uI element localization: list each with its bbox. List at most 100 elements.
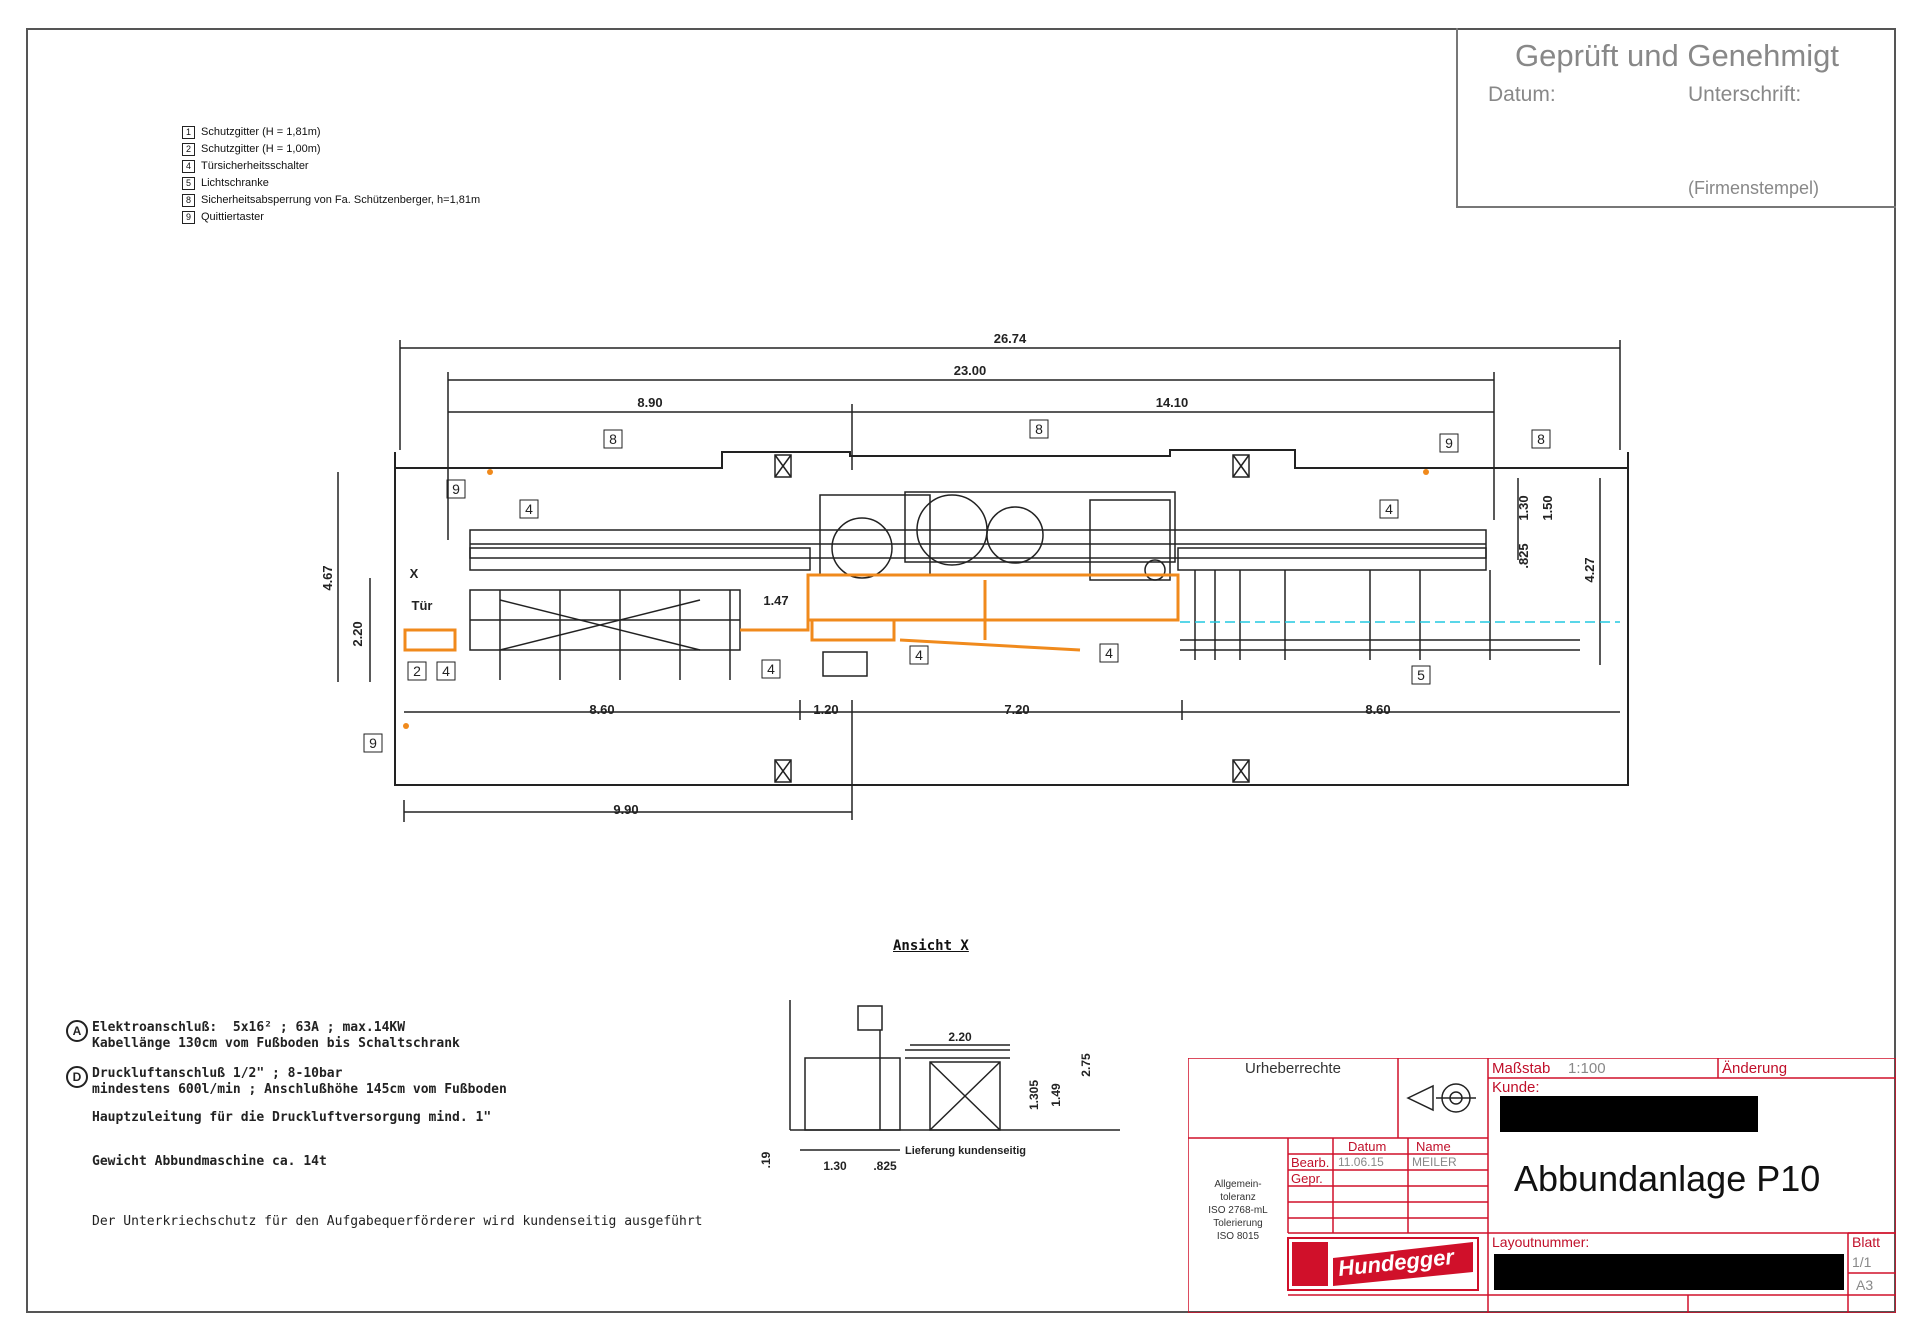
view-dim-b2: .825 — [873, 1159, 897, 1173]
svg-text:9: 9 — [1445, 435, 1453, 451]
svg-text:4: 4 — [525, 501, 533, 517]
dim-inner: 23.00 — [954, 363, 987, 378]
protection-zone — [403, 573, 1180, 652]
view-dim-h3: 2.75 — [1079, 1053, 1093, 1077]
legend-text: Lichtschranke — [201, 177, 269, 189]
view-dim-base: .19 — [759, 1151, 773, 1168]
air-symbol-icon: D — [66, 1066, 88, 1088]
view-title: Ansicht X — [893, 938, 969, 954]
infeed-table — [469, 547, 811, 571]
svg-text:2: 2 — [413, 663, 421, 679]
brand-mark-icon — [1292, 1242, 1328, 1286]
view-dim-b1: 1.30 — [823, 1159, 847, 1173]
air-note: D Druckluftanschluß 1/2" ; 8-10bar minde… — [66, 1066, 702, 1126]
view-dim-h2: 1.49 — [1049, 1083, 1063, 1107]
legend-text: Quittiertaster — [201, 211, 264, 223]
safety-fence-outline — [394, 452, 1629, 786]
svg-text:8: 8 — [1537, 431, 1545, 447]
title-block-grid — [1188, 1058, 1896, 1313]
saw-blade-icon — [986, 506, 1044, 564]
remark-note: Der Unterkriechschutz für den Aufgabeque… — [92, 1214, 703, 1229]
dim-bottom-d: 8.60 — [1365, 702, 1390, 717]
svg-text:9: 9 — [452, 481, 460, 497]
dim-height-right: 4.27 — [1582, 557, 1597, 582]
sheet-value: 1/1 — [1852, 1254, 1872, 1270]
svg-text:4: 4 — [1105, 645, 1113, 661]
title-block: Urheberrechte Maßstab 1:100 Änderung Kun… — [1188, 1058, 1896, 1313]
svg-text:9: 9 — [369, 735, 377, 751]
layout-number-label: Layoutnummer: — [1492, 1234, 1590, 1250]
tolerance-note: Allgemein- toleranz ISO 2768-mL Tolerier… — [1208, 1179, 1268, 1242]
outfeed-table — [1177, 547, 1487, 571]
dim-right-section: 14.10 — [1156, 395, 1189, 410]
door-label: Tür — [412, 598, 433, 613]
acknowledge-button-icon — [487, 469, 493, 475]
dim-mid-gap: 1.47 — [763, 593, 788, 608]
svg-text:4: 4 — [767, 661, 775, 677]
machine-unit-right — [1089, 499, 1171, 581]
weight-note: Gewicht Abbundmaschine ca. 14t — [92, 1154, 327, 1169]
checked-label: Gepr. — [1291, 1171, 1323, 1186]
svg-text:5: 5 — [1417, 667, 1425, 683]
scale-value: 1:100 — [1568, 1060, 1606, 1077]
redacted-customer — [1500, 1096, 1758, 1132]
approval-title: Geprüft und Genehmigt — [1515, 38, 1839, 73]
scale-label: Maßstab — [1492, 1060, 1551, 1077]
legend-item: 2 Schutzgitter (H = 1,00m) — [182, 141, 480, 158]
control-console — [822, 651, 868, 677]
legend-text: Schutzgitter (H = 1,00m) — [201, 143, 321, 155]
dim-small-a: 1.30 — [1516, 495, 1531, 520]
control-point-icon — [1144, 559, 1166, 581]
dim-bottom-c: 7.20 — [1004, 702, 1029, 717]
approval-box: Geprüft und Genehmigt Datum: Unterschrif… — [1456, 28, 1896, 208]
saw-blade-icon — [831, 517, 893, 579]
note-line: Elektroanschluß: 5x16² ; 63A ; max.14KW — [92, 1020, 406, 1035]
view-dim-top: 2.20 — [948, 1030, 972, 1044]
edited-date: 11.06.15 — [1338, 1155, 1384, 1169]
dim-left-section: 8.90 — [637, 395, 662, 410]
legend-number: 5 — [182, 177, 195, 190]
view-dim-h1: 1.305 — [1027, 1080, 1041, 1110]
edited-name: MEILER — [1412, 1155, 1457, 1169]
dim-bottom-b: 1.20 — [813, 702, 838, 717]
legend-number: 1 — [182, 126, 195, 139]
sheet-label: Blatt — [1852, 1234, 1881, 1250]
legend-number: 2 — [182, 143, 195, 156]
approval-date-label: Datum: — [1488, 83, 1556, 106]
fence-post — [774, 454, 792, 478]
dim-height-left-inner: 2.20 — [350, 621, 365, 646]
legend-number: 8 — [182, 194, 195, 207]
dim-small-b: 1.50 — [1540, 495, 1555, 520]
note-line: Druckluftanschluß 1/2" ; 8-10bar — [92, 1066, 343, 1081]
dim-bottom-a: 8.60 — [589, 702, 614, 717]
x-marker: X — [410, 566, 419, 581]
dim-overall: 26.74 — [994, 331, 1027, 346]
svg-text:4: 4 — [915, 647, 923, 663]
drawing-title: Abbundanlage P10 — [1514, 1158, 1821, 1199]
svg-text:8: 8 — [609, 431, 617, 447]
svg-text:4: 4 — [442, 663, 450, 679]
dim-small-c: .825 — [1516, 543, 1531, 568]
dim-height-left: 4.67 — [320, 565, 335, 590]
side-view — [789, 1000, 1120, 1151]
approval-stamp-label: (Firmenstempel) — [1688, 178, 1820, 198]
projection-symbol-icon — [1406, 1083, 1476, 1113]
technical-notes: A Elektroanschluß: 5x16² ; 63A ; max.14K… — [66, 1020, 703, 1230]
view-note: Lieferung kundenseitig — [905, 1145, 1026, 1157]
note-line: mindestens 600l/min ; Anschlußhöhe 145cm… — [92, 1082, 507, 1097]
drawing-frame — [26, 28, 1896, 1313]
date-column-label: Datum — [1348, 1139, 1387, 1154]
customer-label: Kunde: — [1492, 1079, 1540, 1096]
fence-post — [1232, 454, 1250, 478]
paper-format: A3 — [1856, 1277, 1874, 1293]
note-line: Hauptzuleitung für die Druckluftversorgu… — [92, 1110, 492, 1125]
copyright-title: Urheberrechte — [1245, 1060, 1341, 1077]
dim-bottom-width: 9.90 — [613, 802, 638, 817]
legend-number: 4 — [182, 160, 195, 173]
legend-item: 5 Lichtschranke — [182, 175, 480, 192]
fence-post — [1232, 759, 1250, 783]
